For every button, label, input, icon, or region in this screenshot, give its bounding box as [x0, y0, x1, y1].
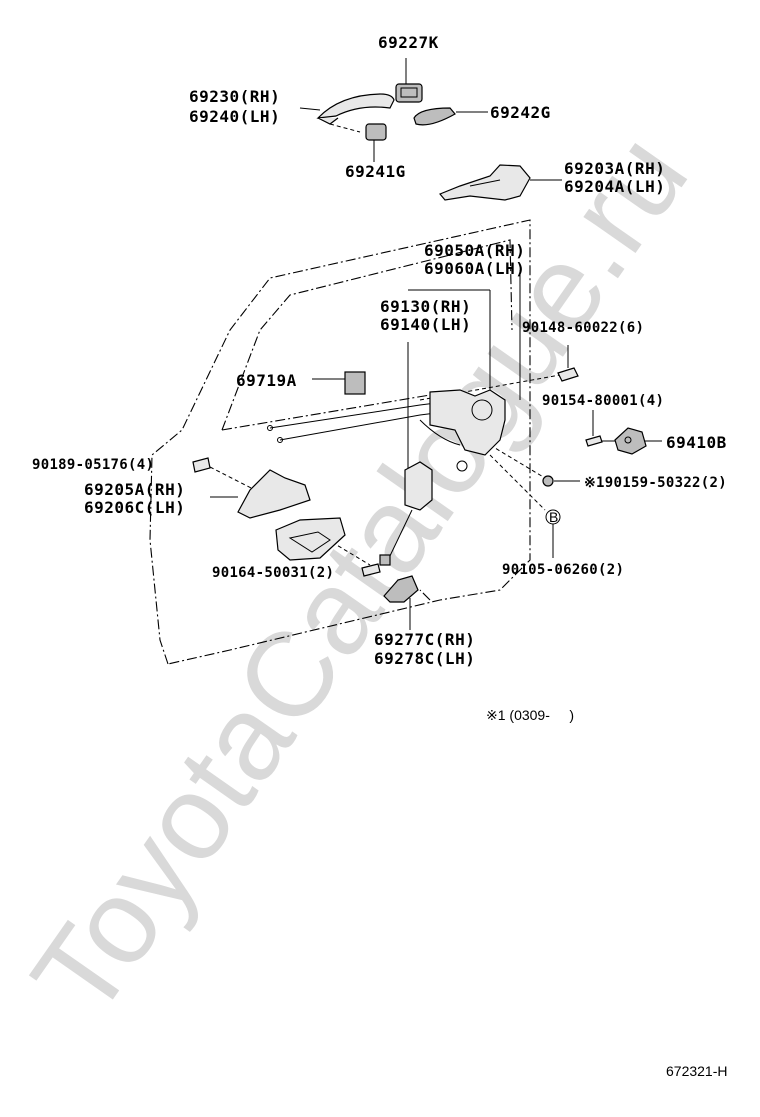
part-90164-screw	[361, 563, 381, 577]
label-69204A: 69204A(LH)	[564, 177, 665, 196]
label-69230: 69230(RH)	[189, 87, 280, 106]
label-69203A: 69203A(RH)	[564, 159, 665, 178]
label-69050A: 69050A(RH)	[424, 241, 525, 260]
part-inside-handle-bezel	[275, 517, 346, 561]
label-90159: ※190159-50322(2)	[584, 475, 727, 491]
part-90148-screw	[557, 345, 579, 382]
part-90105-circle-b: B	[545, 509, 561, 558]
label-90154: 90154-80001(4)	[542, 393, 664, 409]
label-69278C: 69278C(LH)	[374, 649, 475, 668]
part-69241G	[365, 123, 387, 162]
label-90164: 90164-50031(2)	[212, 565, 334, 581]
footnote: ※1 (0309- )	[486, 707, 574, 723]
part-69227K	[395, 58, 423, 103]
label-69206C: 69206C(LH)	[84, 498, 185, 517]
part-90159-bolt	[542, 475, 580, 487]
part-69277C-cover	[383, 575, 419, 603]
part-69410B-striker	[614, 427, 647, 455]
part-69719A-pad	[344, 371, 366, 395]
part-69205A-inside-handle	[210, 469, 311, 519]
label-69060A: 69060A(LH)	[424, 259, 525, 278]
part-69230-outside-handle	[299, 93, 395, 125]
label-90105: 90105-06260(2)	[502, 562, 624, 578]
part-90154-screw	[585, 410, 603, 447]
label-90189: 90189-05176(4)	[32, 457, 154, 473]
label-90148: 90148-60022(6)	[522, 320, 644, 336]
circle-b-text: B	[549, 509, 558, 525]
label-69410B: 69410B	[666, 433, 727, 452]
door-outline	[149, 219, 531, 665]
label-69241G: 69241G	[345, 162, 406, 181]
label-69240: 69240(LH)	[189, 107, 280, 126]
part-69242G	[413, 107, 488, 126]
label-69227K: 69227K	[378, 33, 439, 52]
label-69130: 69130(RH)	[380, 297, 471, 316]
label-69242G: 69242G	[490, 103, 551, 122]
label-69719A: 69719A	[236, 371, 297, 390]
label-69277C: 69277C(RH)	[374, 630, 475, 649]
part-69203A-handle-frame	[439, 164, 562, 201]
part-90189-screw	[192, 457, 211, 473]
part-69130-lock-motor	[379, 461, 433, 566]
part-69050A-door-lock	[419, 389, 506, 472]
label-69140: 69140(LH)	[380, 315, 471, 334]
figure-reference: 672321-H	[666, 1063, 728, 1079]
label-69205A: 69205A(RH)	[84, 480, 185, 499]
part-labels: 69227K 69230(RH) 69240(LH) 69242G 69241G…	[32, 33, 727, 668]
